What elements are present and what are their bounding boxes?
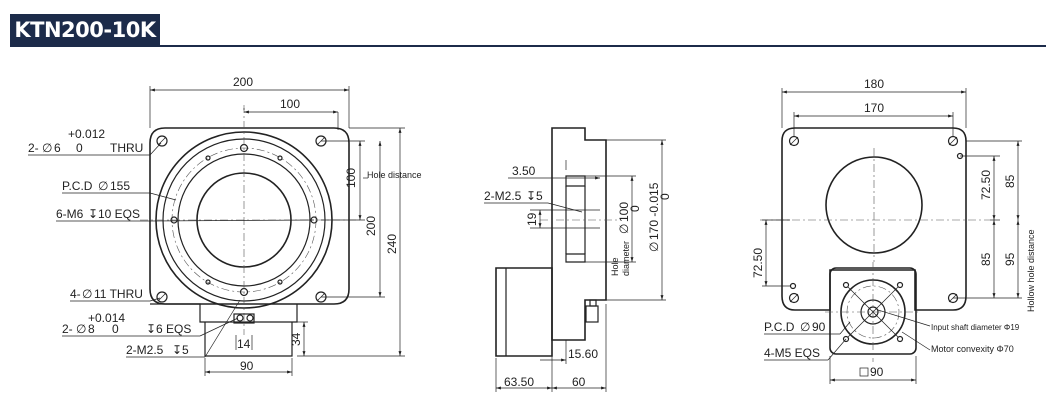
eqs-depth: 6 EQS: [156, 322, 191, 336]
hole11-value: 11 THRU: [94, 287, 143, 301]
side-view: 3.50 2-M2.5 ↧ 5 19 ∅ 100 0 Hole diameter…: [484, 127, 672, 392]
page-title: KTN200-10K: [10, 14, 160, 46]
hole-distance-label: Hole distance: [367, 170, 422, 180]
hole-label: Hole: [610, 257, 620, 276]
hole11-prefix: 4-: [70, 287, 81, 301]
dim-phi-170: 170 -0.015: [647, 182, 661, 240]
dim-14: 14: [237, 337, 251, 351]
dim-85-mid: 85: [979, 252, 993, 266]
dim-72-50-right: 72.50: [979, 170, 993, 200]
rear-corner-hole: [788, 292, 800, 304]
dim-19: 19: [525, 212, 539, 226]
thru-word: THRU: [110, 141, 143, 155]
dim-180: 180: [864, 77, 884, 91]
dim-170: 170: [864, 101, 884, 115]
diameter-symbol: ∅: [647, 242, 661, 252]
dim-85-top: 85: [1003, 174, 1017, 188]
front-pcd-hole: [277, 279, 283, 285]
depth-symbol: ↧: [172, 343, 182, 357]
front-outer-plate: [149, 127, 350, 305]
thru-dia: 6: [54, 141, 61, 155]
thru-tolerance: +0.012: [68, 127, 105, 141]
dim-72-50-left: 72.50: [751, 248, 765, 278]
front-pin-block: [233, 313, 255, 324]
dim-63-50: 63.50: [504, 375, 534, 389]
dim-200-top: 200: [233, 75, 253, 89]
side-m25-label: 2-M2.5: [484, 189, 522, 203]
front-pcd-hole: [205, 155, 211, 161]
side-m25-depth: 5: [536, 189, 543, 203]
dim-15-60: 15.60: [568, 347, 598, 361]
pcd-prefix: P.C.D: [62, 179, 93, 193]
dim-60: 60: [572, 375, 586, 389]
input-shaft-label: Input shaft diameter Φ19: [931, 323, 1020, 332]
dim-100-top: 100: [280, 97, 300, 111]
depth-symbol: ↧: [526, 189, 536, 203]
diameter-symbol: ∅: [42, 141, 52, 155]
dim-square-90: 90: [870, 365, 884, 379]
rear-view: 180 170 72.50 85 85 95 Hollow hole dista…: [751, 77, 1036, 384]
front-pcd-hole: [277, 155, 283, 161]
eqs-tolerance: +0.014: [88, 311, 125, 325]
side-motor-body: [495, 267, 553, 357]
dim-phi-100-tol: 0: [628, 205, 642, 212]
rear-pcd-value: 90: [812, 320, 826, 334]
depth-symbol: ↧: [146, 322, 156, 336]
diameter-symbol: ∅: [800, 320, 810, 334]
eqs-dia: 8: [88, 322, 95, 336]
depth-symbol: ↧: [88, 207, 98, 221]
m25-label: 2-M2.5: [126, 343, 164, 357]
dim-200-right: 200: [364, 216, 378, 236]
front-bottom-flange: [150, 303, 298, 323]
m5-label: 4-M5 EQS: [764, 346, 820, 360]
diameter-symbol: ∅: [617, 224, 631, 234]
front-view: 200 100 100 200 240 Hole distance +0.012…: [28, 75, 422, 376]
rear-pcd-prefix: P.C.D: [764, 320, 795, 334]
m25-depth: 5: [182, 343, 189, 357]
diameter-label: diameter: [621, 241, 631, 276]
dim-100-right: 100: [344, 168, 358, 188]
dim-95: 95: [1003, 252, 1017, 266]
rear-corner-hole: [947, 135, 959, 147]
front-bottom-bracket: [204, 322, 293, 357]
front-corner-hole: [156, 291, 168, 303]
motor-convexity-label: Motor convexity Φ70: [931, 344, 1014, 354]
front-corner-hole: [156, 135, 168, 147]
rear-hollow-circle: [825, 156, 923, 254]
diameter-symbol: ∅: [98, 179, 108, 193]
square-symbol: [859, 367, 869, 377]
diameter-symbol: ∅: [76, 322, 86, 336]
diameter-symbol: ∅: [82, 287, 92, 301]
eqs-qty: 2-: [62, 322, 73, 336]
eqs-tol-low: 0: [112, 322, 119, 336]
dim-90-bottom: 90: [240, 359, 254, 373]
front-pcd-hole: [205, 279, 211, 285]
dim-240-right: 240: [385, 234, 399, 254]
dim-34: 34: [289, 332, 303, 346]
thru-tol-low: 0: [76, 141, 83, 155]
thru-qty: 2-: [28, 141, 39, 155]
pcd-value: 155: [110, 179, 130, 193]
dim-3-50: 3.50: [512, 164, 536, 178]
m6-depth: 10 EQS: [98, 207, 140, 221]
title-underline: [10, 45, 1046, 47]
dim-phi-100: 100: [617, 202, 631, 222]
hollow-hole-distance: Hollow hole distance: [1026, 229, 1036, 312]
dim-phi-170-tol: 0: [658, 193, 672, 200]
rear-corner-hole: [788, 135, 800, 147]
m6-label: 6-M6: [56, 207, 84, 221]
